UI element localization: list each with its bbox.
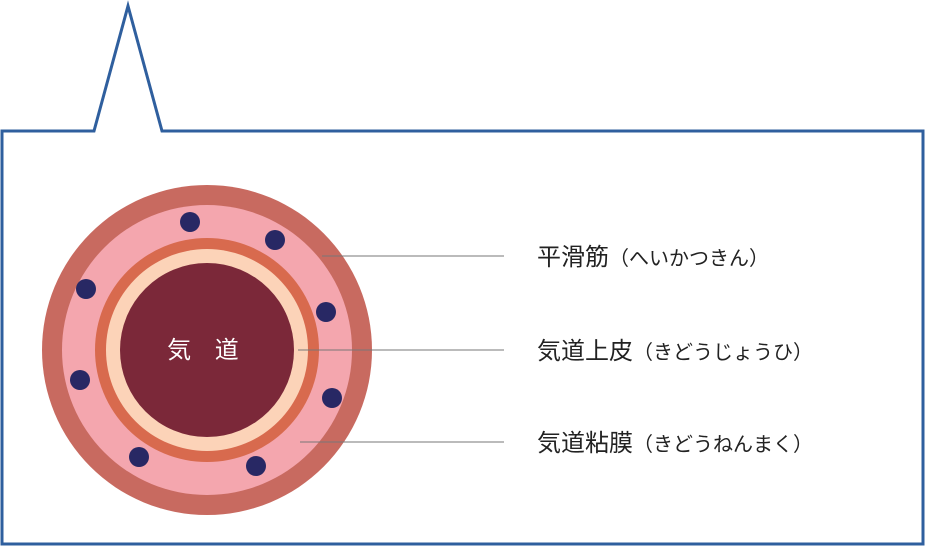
gland-dot (322, 388, 342, 408)
label-mucosa-main: 気道粘膜 (537, 429, 633, 457)
gland-dot (76, 279, 96, 299)
airway-lumen (120, 263, 294, 437)
label-smooth-muscle: 平滑筋（へいかつきん） (537, 243, 769, 271)
gland-dot (129, 447, 149, 467)
mucosa-gland-dots (70, 212, 342, 476)
leader-lines (298, 255, 504, 443)
label-epithelium-reading: （きどうじょうひ） (633, 340, 813, 364)
gland-dot (265, 230, 285, 250)
gland-dot (70, 370, 90, 390)
label-epithelium: 気道上皮（きどうじょうひ） (537, 337, 813, 365)
label-smooth-muscle-main: 平滑筋 (537, 243, 609, 271)
label-smooth-muscle-reading: （へいかつきん） (609, 246, 769, 270)
gland-dot (246, 456, 266, 476)
label-mucosa-reading: （きどうねんまく） (633, 432, 813, 456)
airway-center-label: 気 道 (167, 336, 247, 364)
gland-dot (316, 302, 336, 322)
label-mucosa: 気道粘膜（きどうねんまく） (537, 429, 813, 457)
label-epithelium-main: 気道上皮 (537, 337, 633, 365)
gland-dot (180, 212, 200, 232)
